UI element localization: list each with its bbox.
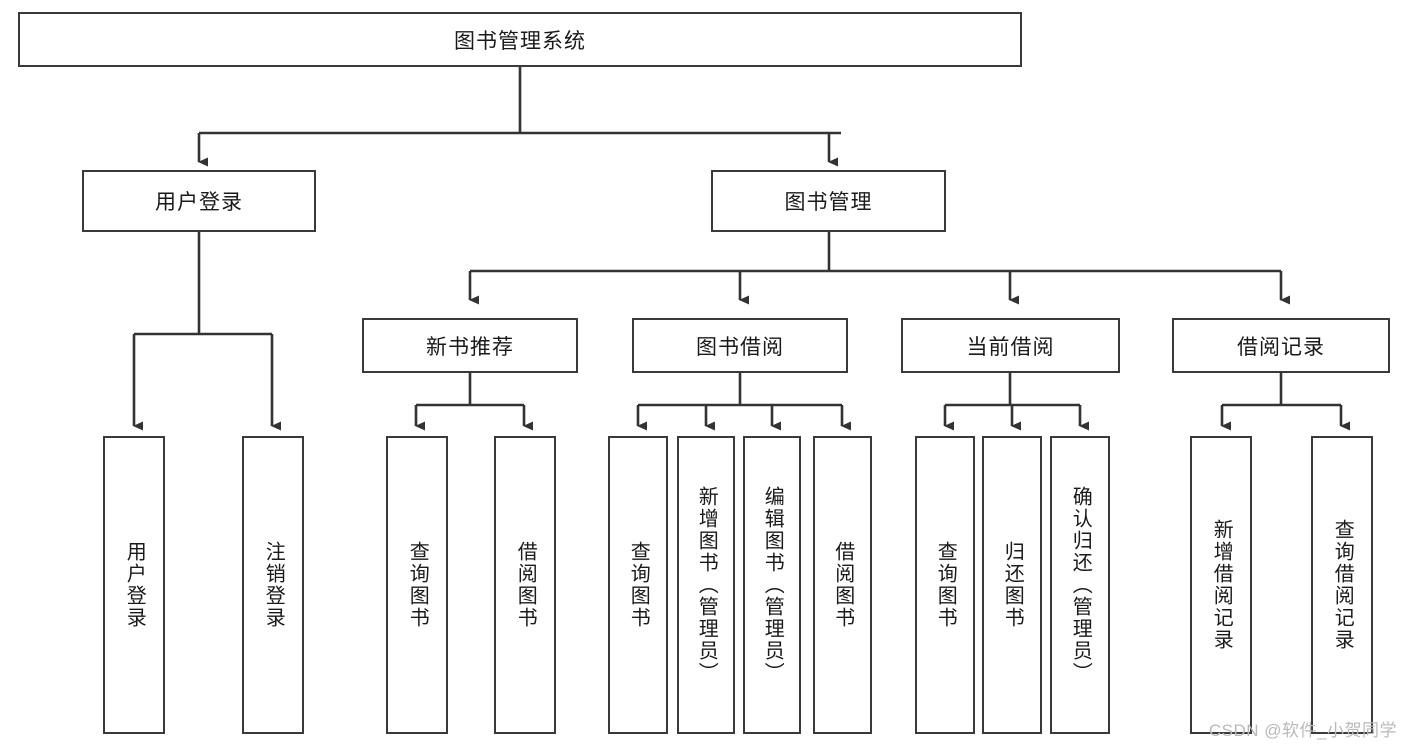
leaf-record-add-borrow-record[interactable]: 新增借阅记录 xyxy=(1190,436,1252,734)
leaf-current-confirm-return-admin[interactable]: 确认归还（管理员） xyxy=(1050,436,1110,734)
node-borrow-record[interactable]: 借阅记录 xyxy=(1172,318,1390,373)
node-root[interactable]: 图书管理系统 xyxy=(18,12,1022,67)
leaf-borrow-add-book-admin[interactable]: 新增图书（管理员） xyxy=(677,436,735,734)
leaf-borrow-edit-book-admin[interactable]: 编辑图书（管理员） xyxy=(743,436,801,734)
leaf-user-login-signout[interactable]: 注销登录 xyxy=(242,436,304,734)
leaf-recommend-borrow-book[interactable]: 借阅图书 xyxy=(494,436,556,734)
node-new-book-recommend[interactable]: 新书推荐 xyxy=(362,318,578,373)
leaf-current-return-book[interactable]: 归还图书 xyxy=(982,436,1042,734)
node-current-borrow[interactable]: 当前借阅 xyxy=(901,318,1120,373)
leaf-current-query-book[interactable]: 查询图书 xyxy=(915,436,975,734)
leaf-borrow-query-book[interactable]: 查询图书 xyxy=(608,436,668,734)
node-book-borrow[interactable]: 图书借阅 xyxy=(632,318,848,373)
node-user-login[interactable]: 用户登录 xyxy=(82,170,316,232)
leaf-borrow-borrow-book[interactable]: 借阅图书 xyxy=(813,436,872,734)
leaf-user-login-signin[interactable]: 用户登录 xyxy=(103,436,165,734)
leaf-record-query-borrow-record[interactable]: 查询借阅记录 xyxy=(1311,436,1373,734)
node-book-management[interactable]: 图书管理 xyxy=(711,170,946,232)
csdn-watermark: CSDN @软件_小贺同学 xyxy=(1208,721,1397,740)
leaf-recommend-query-book[interactable]: 查询图书 xyxy=(386,436,448,734)
